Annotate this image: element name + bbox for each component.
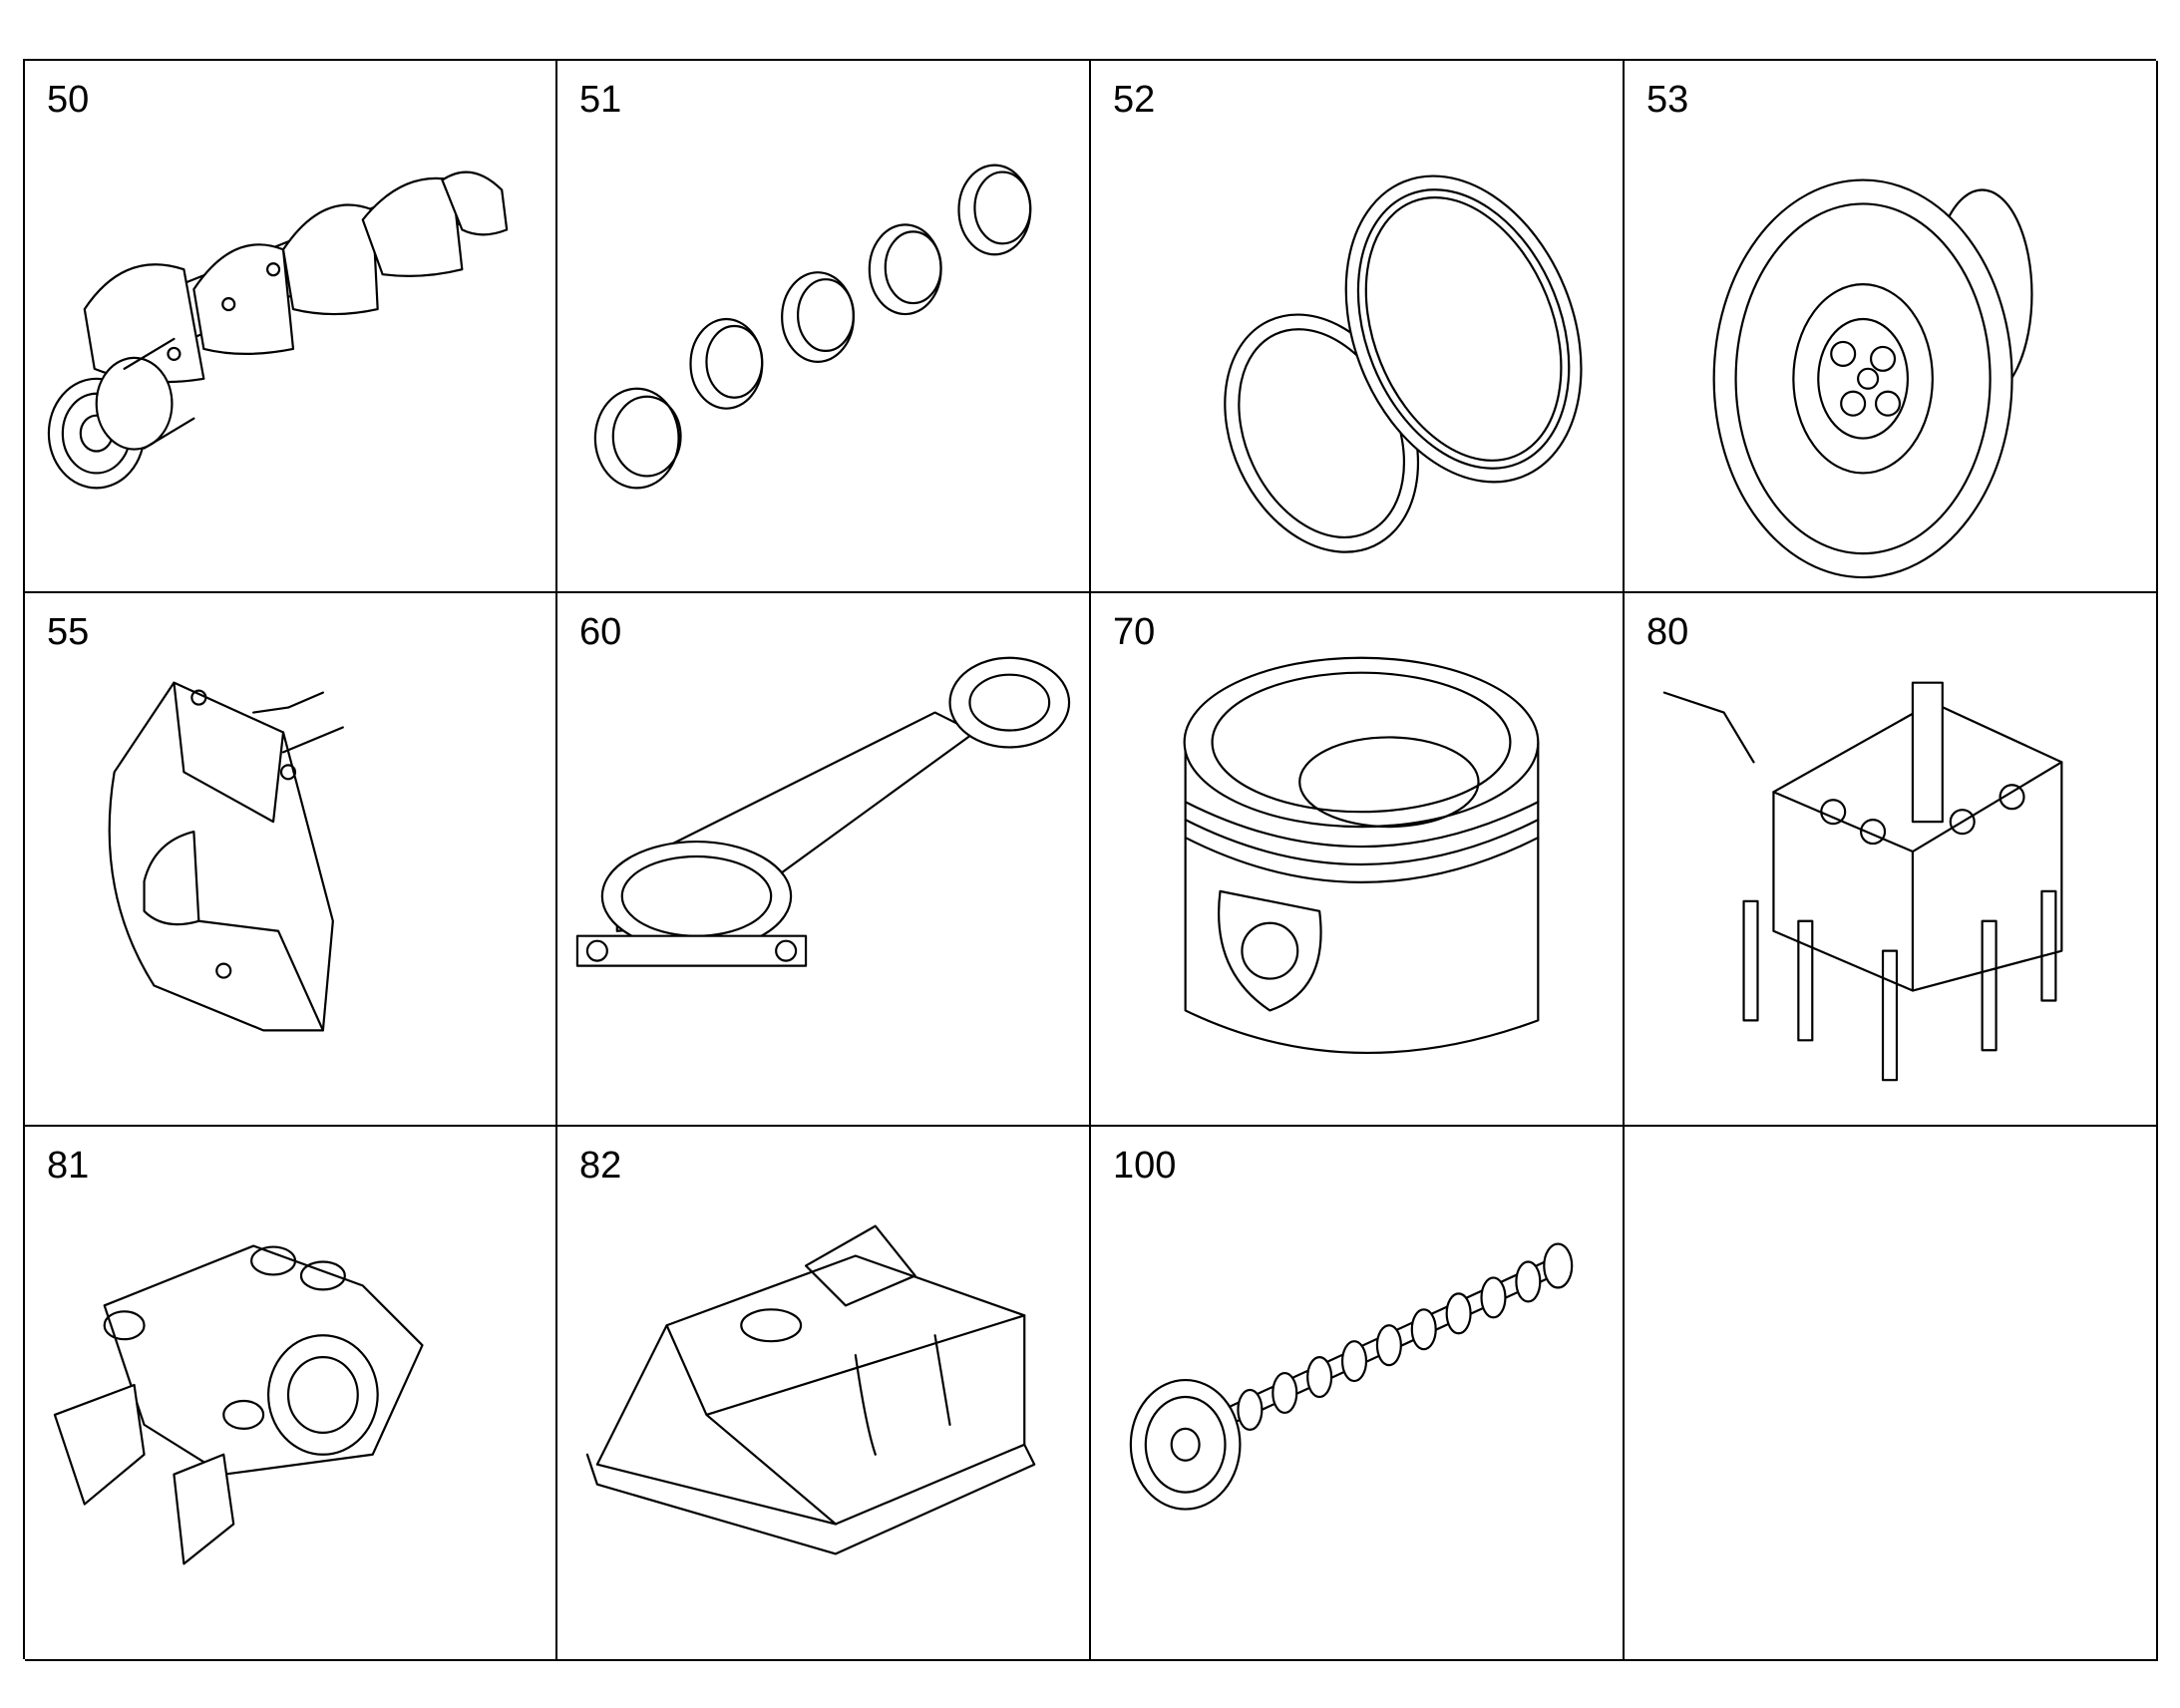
part-number: 53 <box>1646 79 1689 121</box>
shaft-seals-icon <box>1224 174 1583 553</box>
part-number: 52 <box>1113 79 1156 121</box>
part-cell-80[interactable]: 80 <box>1625 593 2158 1127</box>
part-number: 70 <box>1113 611 1156 653</box>
bearing-shells-icon <box>593 164 1032 490</box>
piston-icon <box>1183 656 1540 1054</box>
vibration-damper-icon <box>1712 178 2033 579</box>
part-number: 80 <box>1646 611 1689 653</box>
part-number: 50 <box>47 79 90 121</box>
part-cell-50[interactable]: 50 <box>25 61 557 593</box>
part-cell-100[interactable]: 100 <box>1091 1127 1625 1661</box>
part-number: 100 <box>1113 1145 1177 1187</box>
crankshaft-icon <box>47 171 509 490</box>
part-cell-81[interactable]: 81 <box>25 1127 557 1661</box>
part-number: 60 <box>579 611 622 653</box>
parts-grid: 50 51 52 <box>23 59 2158 1661</box>
part-cell-82[interactable]: 82 <box>557 1127 1091 1661</box>
part-cell-51[interactable]: 51 <box>557 61 1091 593</box>
part-number: 81 <box>47 1145 90 1187</box>
camshaft-icon <box>1129 1242 1574 1511</box>
connecting-rod-icon <box>575 656 1071 967</box>
empty-cell <box>1625 1127 2158 1661</box>
part-cell-52[interactable]: 52 <box>1091 61 1625 593</box>
part-number: 82 <box>579 1145 622 1187</box>
rocker-arm-icon <box>53 1244 424 1565</box>
part-cell-53[interactable]: 53 <box>1625 61 2158 593</box>
part-cell-55[interactable]: 55 <box>25 593 557 1127</box>
part-number: 51 <box>579 79 622 121</box>
cylinder-head-icon <box>1662 681 2063 1082</box>
part-number: 55 <box>47 611 90 653</box>
part-cell-70[interactable]: 70 <box>1091 593 1625 1127</box>
valve-cover-icon <box>585 1224 1036 1555</box>
timing-cover-icon <box>108 681 344 1032</box>
part-cell-60[interactable]: 60 <box>557 593 1091 1127</box>
